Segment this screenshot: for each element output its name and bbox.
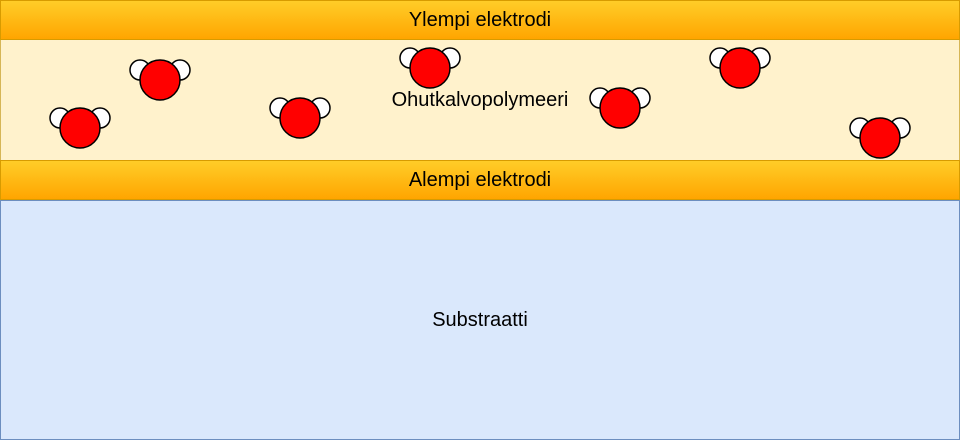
top-electrode-label: Ylempi elektrodi — [408, 8, 552, 31]
substrate-layer: Substraatti — [0, 200, 960, 440]
bottom-electrode-label: Alempi elektrodi — [408, 168, 552, 191]
substrate-label: Substraatti — [432, 308, 528, 331]
thin-film-polymer-layer — [0, 40, 960, 160]
bottom-electrode-layer: Alempi elektrodi — [0, 160, 960, 200]
top-electrode-layer: Ylempi elektrodi — [0, 0, 960, 40]
